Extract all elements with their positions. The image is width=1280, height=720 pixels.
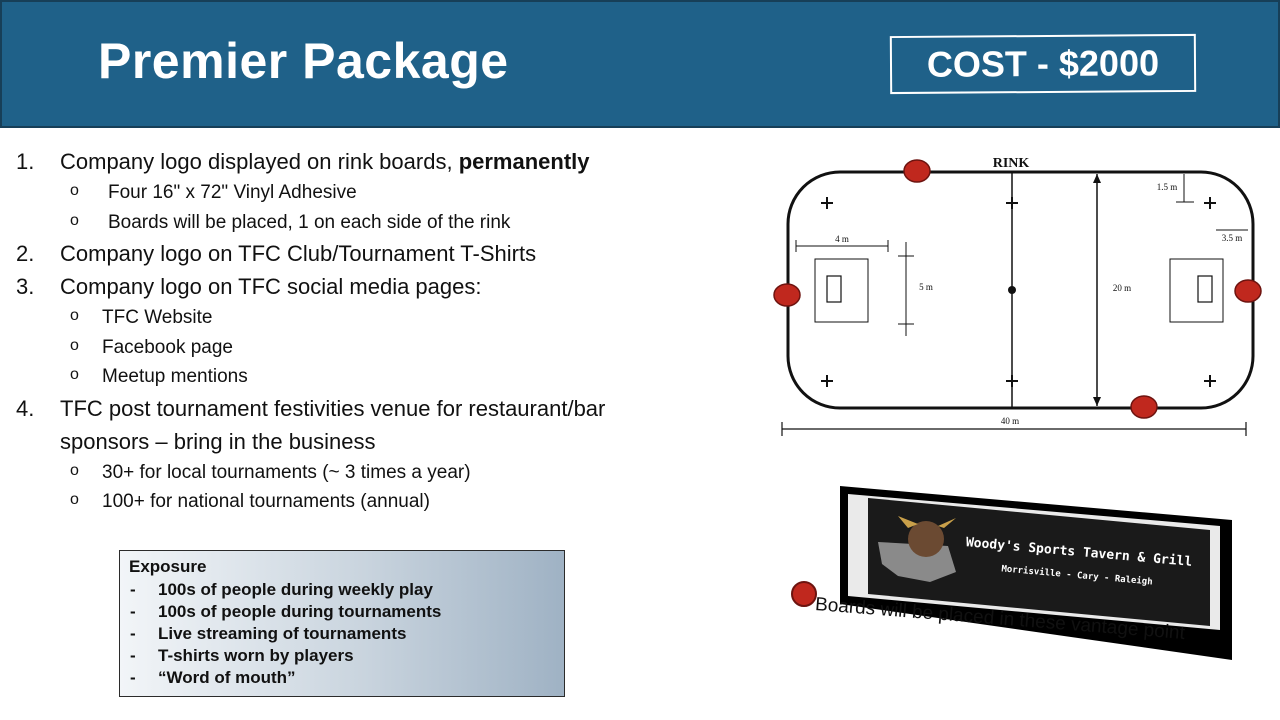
left-goal [826, 275, 842, 303]
right-crease [1169, 258, 1224, 323]
list-item-text: Company logo displayed on rink boards, p… [60, 149, 590, 175]
list-item-text-main: Company logo displayed on rink boards, [60, 149, 459, 174]
rink-label: RINK [993, 156, 1030, 171]
exposure-item-text: 100s of people during weekly play [158, 580, 433, 599]
sub-item-text: TFC Website [102, 307, 213, 328]
list-number: 3. [16, 274, 35, 299]
circle-bullet-icon: o [70, 366, 79, 383]
dim-corner-label: 3.5 m [1222, 233, 1243, 243]
mascot-icon [908, 521, 944, 557]
dim-crease-w-label: 4 m [835, 234, 849, 244]
sub-item-text: Boards will be placed, 1 on each side of… [108, 212, 511, 233]
circle-bullet-icon: o [70, 212, 79, 229]
sign-panel [868, 498, 1210, 626]
vantage-point-legend-icon [791, 581, 817, 607]
vantage-points [773, 159, 1262, 419]
rink-outline [786, 170, 1255, 410]
right-goal [1197, 275, 1213, 303]
sub-item-text: 100+ for national tournaments (annual) [102, 491, 430, 512]
vantage-point-top [903, 159, 931, 183]
list-item-text-line1: TFC post tournament festivities venue fo… [60, 396, 606, 421]
sub-item-text: Meetup mentions [102, 366, 248, 387]
list-item-text: Company logo on TFC Club/Tournament T-Sh… [60, 241, 537, 266]
center-dot [1008, 286, 1016, 294]
dash-bullet: - [130, 624, 136, 643]
circle-bullet-icon: o [70, 182, 79, 199]
rink-diagram: RINK 20 m 40 m 4 m 5 m 1.5 m 3.5 m [773, 156, 1262, 436]
sub-item-text: Four 16" x 72" Vinyl Adhesive [108, 182, 357, 203]
exposure-item-text: Live streaming of tournaments [158, 624, 407, 643]
circle-bullet-icon: o [70, 307, 79, 324]
cost-text: COST - $2000 [926, 42, 1160, 85]
circle-bullet-icon: o [70, 337, 79, 354]
exposure-item-text: T-shirts worn by players [158, 646, 354, 665]
header-bar: Premier Package COST - $2000 [0, 0, 1280, 128]
sub-item-text: Facebook page [102, 337, 233, 358]
dim-width-label: 20 m [1113, 283, 1131, 293]
sub-item-text: 30+ for local tournaments (~ 3 times a y… [102, 462, 471, 483]
dash-bullet: - [130, 668, 136, 687]
circle-bullet-icon: o [70, 491, 79, 508]
list-item-text: Company logo on TFC social media pages: [60, 274, 482, 299]
list-number: 4. [16, 396, 35, 421]
arrow-up-icon [1093, 174, 1101, 183]
cost-badge: COST - $2000 [889, 33, 1197, 95]
dim-goal-line-label: 1.5 m [1157, 182, 1178, 192]
exposure-item-text: “Word of mouth” [158, 668, 296, 687]
mascot-wings-icon [898, 516, 956, 528]
left-crease [814, 258, 869, 323]
list-item-text-line2: sponsors – bring in the business [60, 429, 376, 454]
dim-length-label: 40 m [1001, 416, 1019, 426]
list-item-emphasis: permanently [458, 149, 590, 174]
circle-bullet-icon: o [70, 462, 79, 479]
sponsor-sign-image: Woody's Sports Tavern & Grill Morrisvill… [840, 486, 1232, 660]
vantage-point-left [773, 283, 801, 307]
exposure-box: Exposure - 100s of people during weekly p… [119, 550, 565, 697]
dash-bullet: - [130, 580, 136, 599]
list-number: 1. [16, 149, 35, 174]
exposure-item-text: 100s of people during tournaments [158, 602, 442, 621]
vantage-point-right [1234, 279, 1262, 303]
slide-title: Premier Package [98, 33, 509, 89]
dim-crease-h-label: 5 m [919, 282, 933, 292]
list-number: 2. [16, 241, 35, 266]
dash-bullet: - [130, 602, 136, 621]
vantage-point-bottom [1130, 395, 1158, 419]
faceoff-marks [821, 197, 1216, 387]
exposure-title: Exposure [129, 557, 207, 576]
dash-bullet: - [130, 646, 136, 665]
arrow-down-icon [1093, 397, 1101, 406]
